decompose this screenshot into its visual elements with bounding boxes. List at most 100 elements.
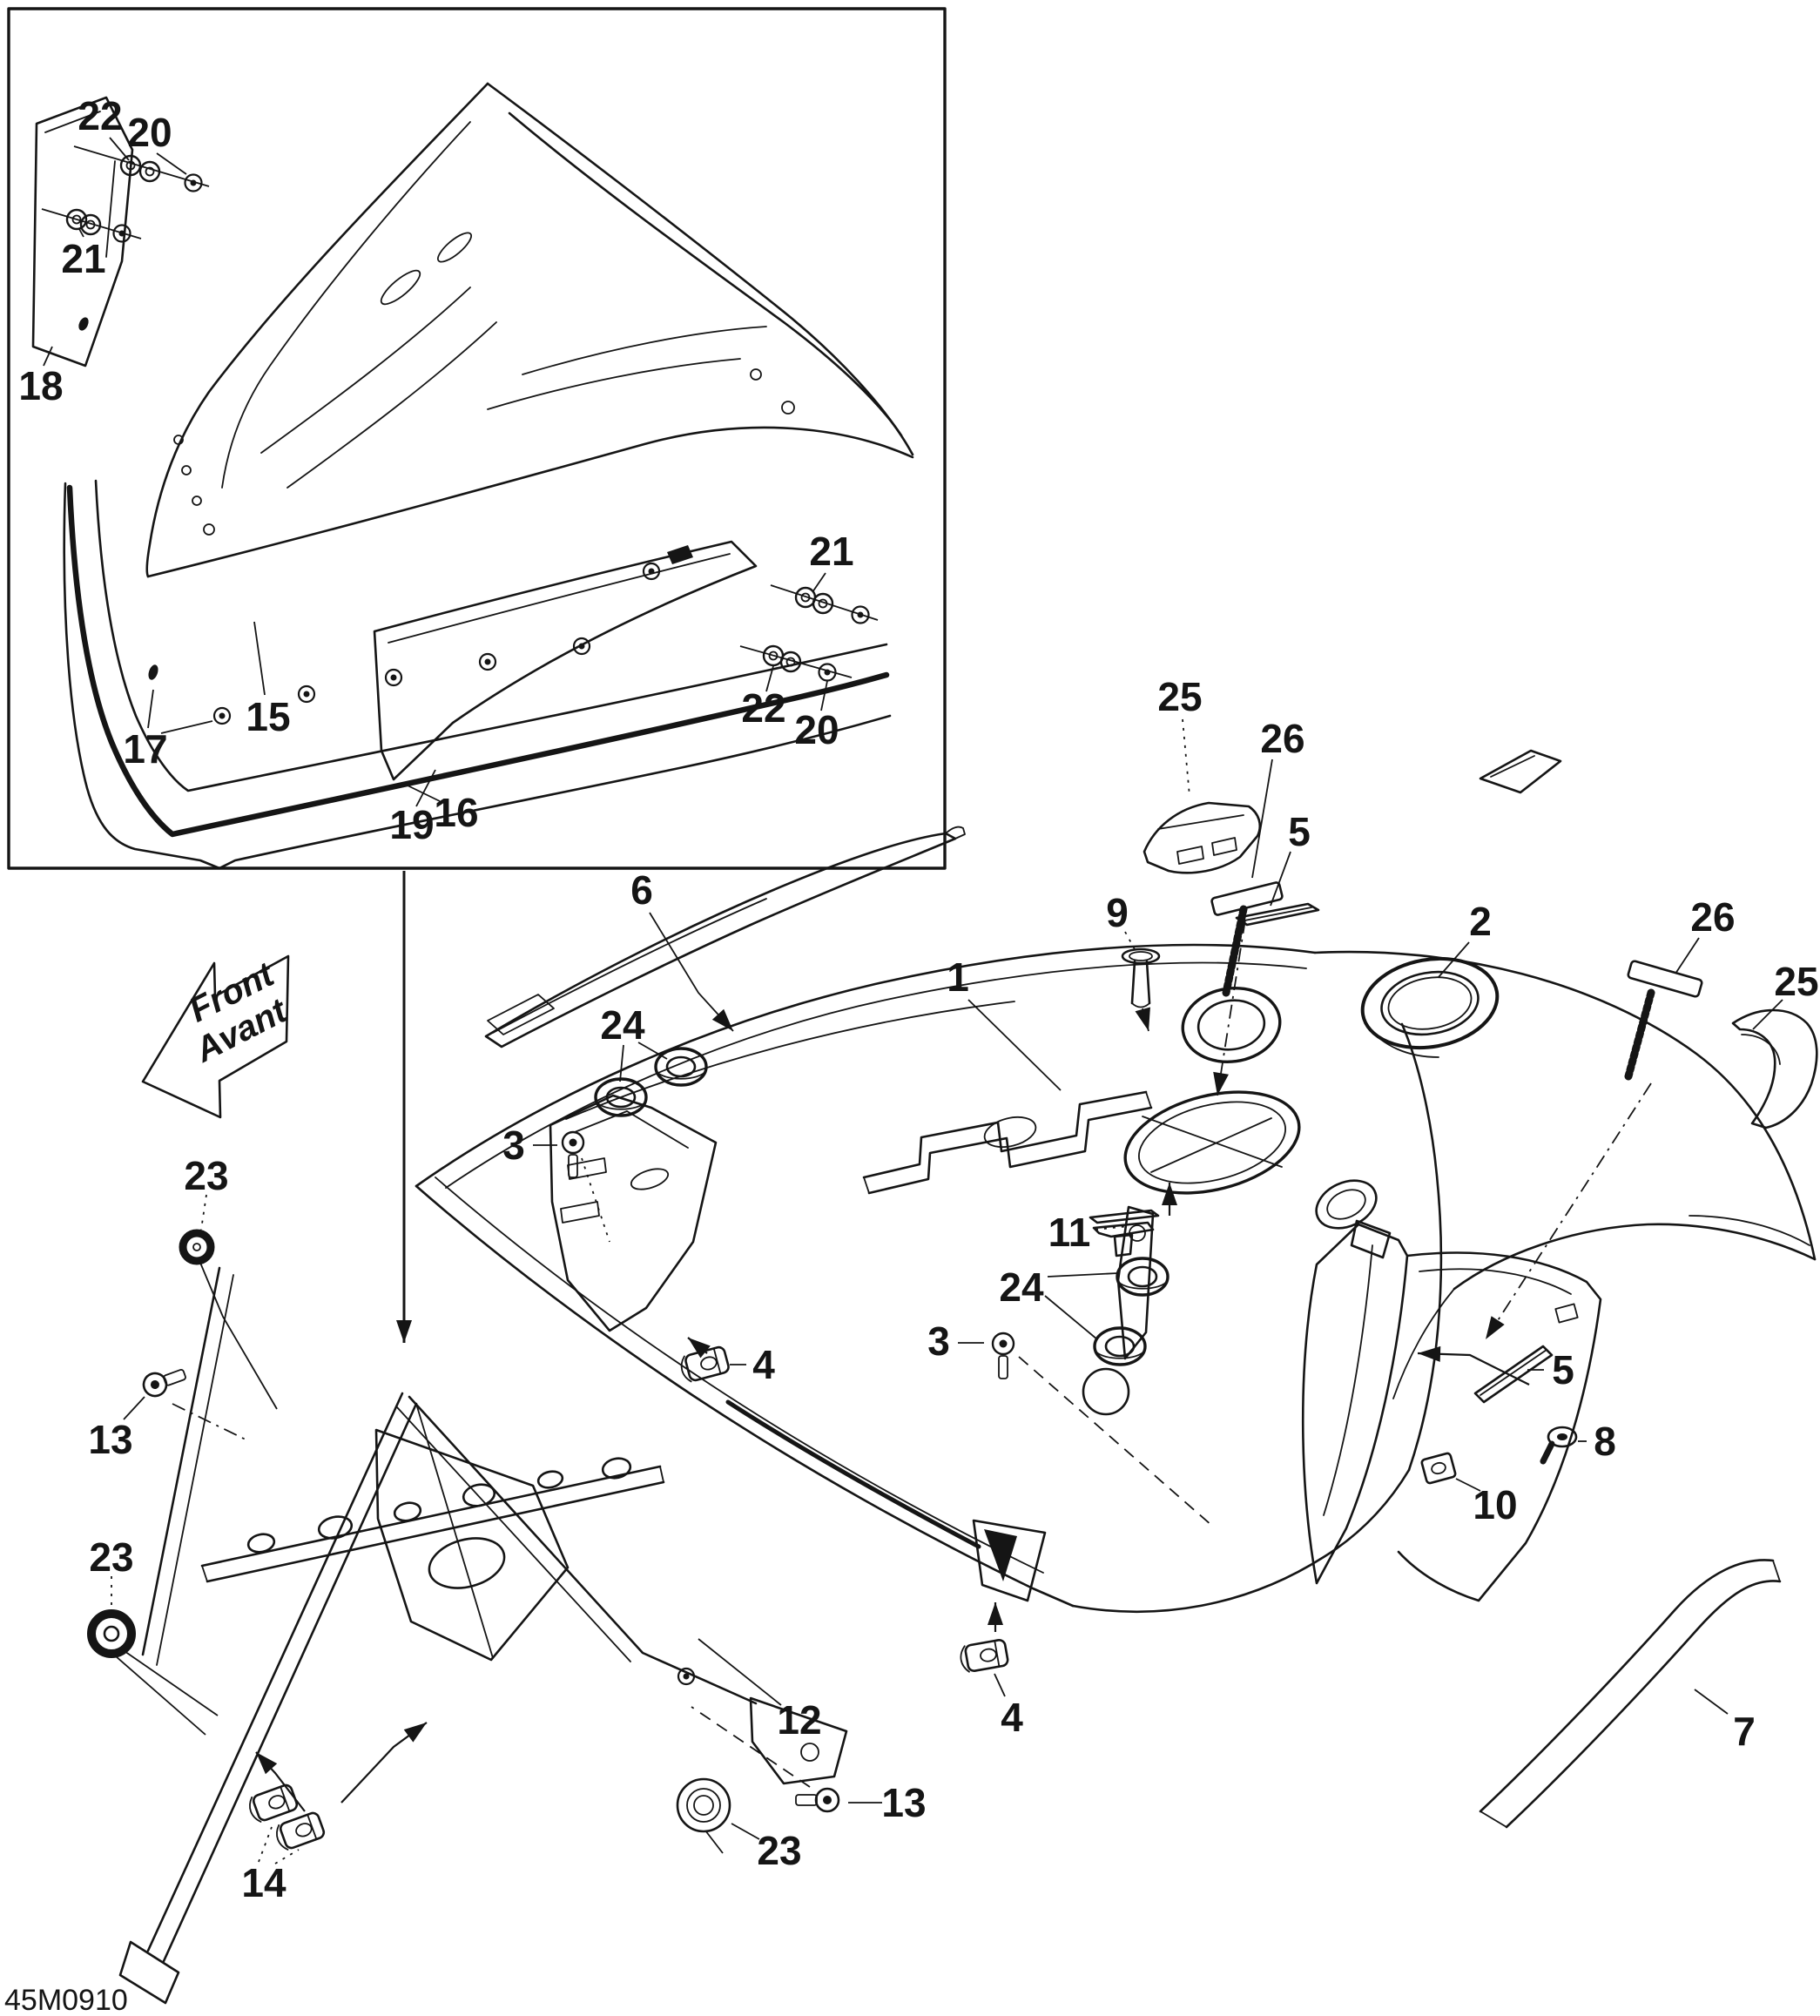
inset-box — [7, 7, 947, 870]
auxline-grommet23-left-line1 — [121, 1649, 219, 1716]
callout-24-right-leader — [1047, 1272, 1119, 1278]
callout-23-left-label: 23 — [89, 1534, 133, 1580]
cover-25-left — [1143, 801, 1261, 874]
auxline-grommet23-bottom-stub — [704, 1830, 724, 1854]
console-mounting-lug — [972, 1519, 1047, 1602]
callout-22-top-leader — [109, 137, 130, 161]
callout-22-top-label: 22 — [78, 93, 122, 138]
arrow-inset-to-assembly-head — [396, 1320, 412, 1343]
trim-strip-6 — [484, 826, 966, 1048]
callout-21-top-leader — [78, 228, 84, 238]
arrow-screw26-left-install-head — [1213, 1071, 1229, 1096]
deflector-left-18 — [31, 96, 134, 367]
callout-21-right-leader — [812, 572, 826, 593]
steering-slot — [862, 1090, 1148, 1179]
callout-17-label: 17 — [123, 726, 167, 772]
callout-1-label: 1 — [947, 954, 969, 1000]
drawing-code: 45M0910 — [4, 1984, 128, 2016]
deflector-right-19 — [373, 540, 758, 781]
auxline-screw13-left-install — [172, 1403, 248, 1441]
callout-21-top-label: 21 — [61, 236, 105, 281]
cover-25-right — [1731, 1008, 1818, 1129]
callout-17-leader1 — [147, 689, 154, 729]
gauge-opening — [1123, 1090, 1301, 1195]
auxline-fastener-axis-a — [73, 145, 210, 187]
callout-12-label: 12 — [777, 1697, 821, 1743]
windshield-fasteners — [65, 154, 870, 682]
callout-20-right-label: 20 — [794, 707, 839, 752]
callout-23-upper-leader — [200, 1194, 207, 1231]
callout-26-left-label: 26 — [1260, 716, 1304, 761]
arrow-clip11-up-head — [1162, 1183, 1177, 1205]
callout-3-left-label: 3 — [502, 1123, 525, 1168]
frame-center-plate — [374, 1428, 570, 1662]
knee-pad-band-7 — [1479, 1559, 1782, 1829]
callout-14-leader — [258, 1826, 273, 1863]
grommet-23-bottom — [676, 1777, 731, 1833]
callout-23-bottom-label: 23 — [757, 1828, 801, 1873]
support-frame-12 — [118, 1266, 848, 2005]
callout-4-bottom-leader — [994, 1673, 1006, 1697]
screw-3-left — [561, 1130, 585, 1179]
callout-25-left-leader — [1182, 718, 1190, 797]
callout-9-label: 9 — [1106, 890, 1129, 935]
auxline-grommet23-left-line2 — [115, 1655, 206, 1736]
callout-4-mid-label: 4 — [752, 1342, 775, 1387]
callout-24-left-label: 24 — [600, 1002, 645, 1048]
strip-5-right — [1473, 1345, 1554, 1404]
grommet-23-left — [87, 1609, 136, 1658]
callout-18-leader — [43, 346, 53, 367]
callout-24-right-leader1 — [1044, 1295, 1098, 1340]
callout-25-right-label: 25 — [1774, 959, 1818, 1004]
grommet-24-c — [1116, 1257, 1170, 1297]
callout-22-right-leader — [765, 665, 774, 692]
callout-14-label: 14 — [241, 1860, 286, 1905]
callout-25-left-label: 25 — [1157, 674, 1202, 719]
callout-13-bottom-label: 13 — [881, 1780, 926, 1825]
clip-nut-4-bottom — [957, 1637, 1010, 1675]
callout-9-leader — [1124, 931, 1136, 950]
callout-24-left-leader1 — [619, 1044, 624, 1082]
callout-1-leader — [967, 999, 1062, 1091]
screw-26-right — [1624, 960, 1703, 1081]
callout-17-leader — [160, 720, 213, 734]
callout-26-right-leader — [1675, 937, 1700, 974]
fuel-filler-opening — [1181, 986, 1282, 1064]
frame-crossbar — [200, 1465, 662, 1568]
callout-2-label: 2 — [1469, 899, 1492, 944]
arrow-rivet9-install-head — [1135, 1007, 1150, 1031]
arrow-screw26-right-install — [1485, 1082, 1652, 1340]
callout-18-label: 18 — [18, 363, 63, 408]
callout-19-leader — [415, 769, 436, 807]
auxline-fastener-axis-b — [41, 208, 142, 239]
callout-10-label: 10 — [1473, 1482, 1517, 1527]
grommet-24-d — [1093, 1326, 1147, 1366]
clip-nut-14-a — [245, 1782, 300, 1825]
windshield-main — [145, 82, 914, 578]
frame-foot-left — [118, 1940, 180, 2005]
auxline-fastener-axis-c — [739, 645, 853, 678]
callout-10-leader — [1455, 1478, 1481, 1492]
auxline-screw3-left-install — [581, 1157, 610, 1243]
callout-16-label: 16 — [434, 790, 478, 835]
arrow-strip6-pointer-head — [711, 1008, 733, 1031]
callout-11-leader — [1095, 1225, 1129, 1231]
callout-20-top-label: 20 — [127, 110, 172, 155]
callout-24-right-label: 24 — [999, 1264, 1044, 1310]
windshield-gasket-16 — [66, 479, 890, 838]
callout-8-label: 8 — [1594, 1419, 1616, 1464]
auxline-screw13-bottom-install — [691, 1706, 811, 1788]
arrow-clipnut14-left-curved-head — [256, 1752, 278, 1775]
front-direction-arrow: Front Avant — [141, 954, 294, 1119]
arrow-screw26-right-install-head — [1486, 1316, 1505, 1339]
callout-25-right-leader — [1752, 999, 1783, 1030]
callout-11-label: 11 — [1048, 1210, 1091, 1255]
console-body-1 — [415, 943, 1817, 1613]
filler-bezel-2 — [1360, 956, 1500, 1058]
auxline-fastener-axis-d — [770, 584, 879, 621]
callout-20-right-leader — [820, 680, 828, 711]
callout-3-right-label: 3 — [927, 1318, 950, 1364]
